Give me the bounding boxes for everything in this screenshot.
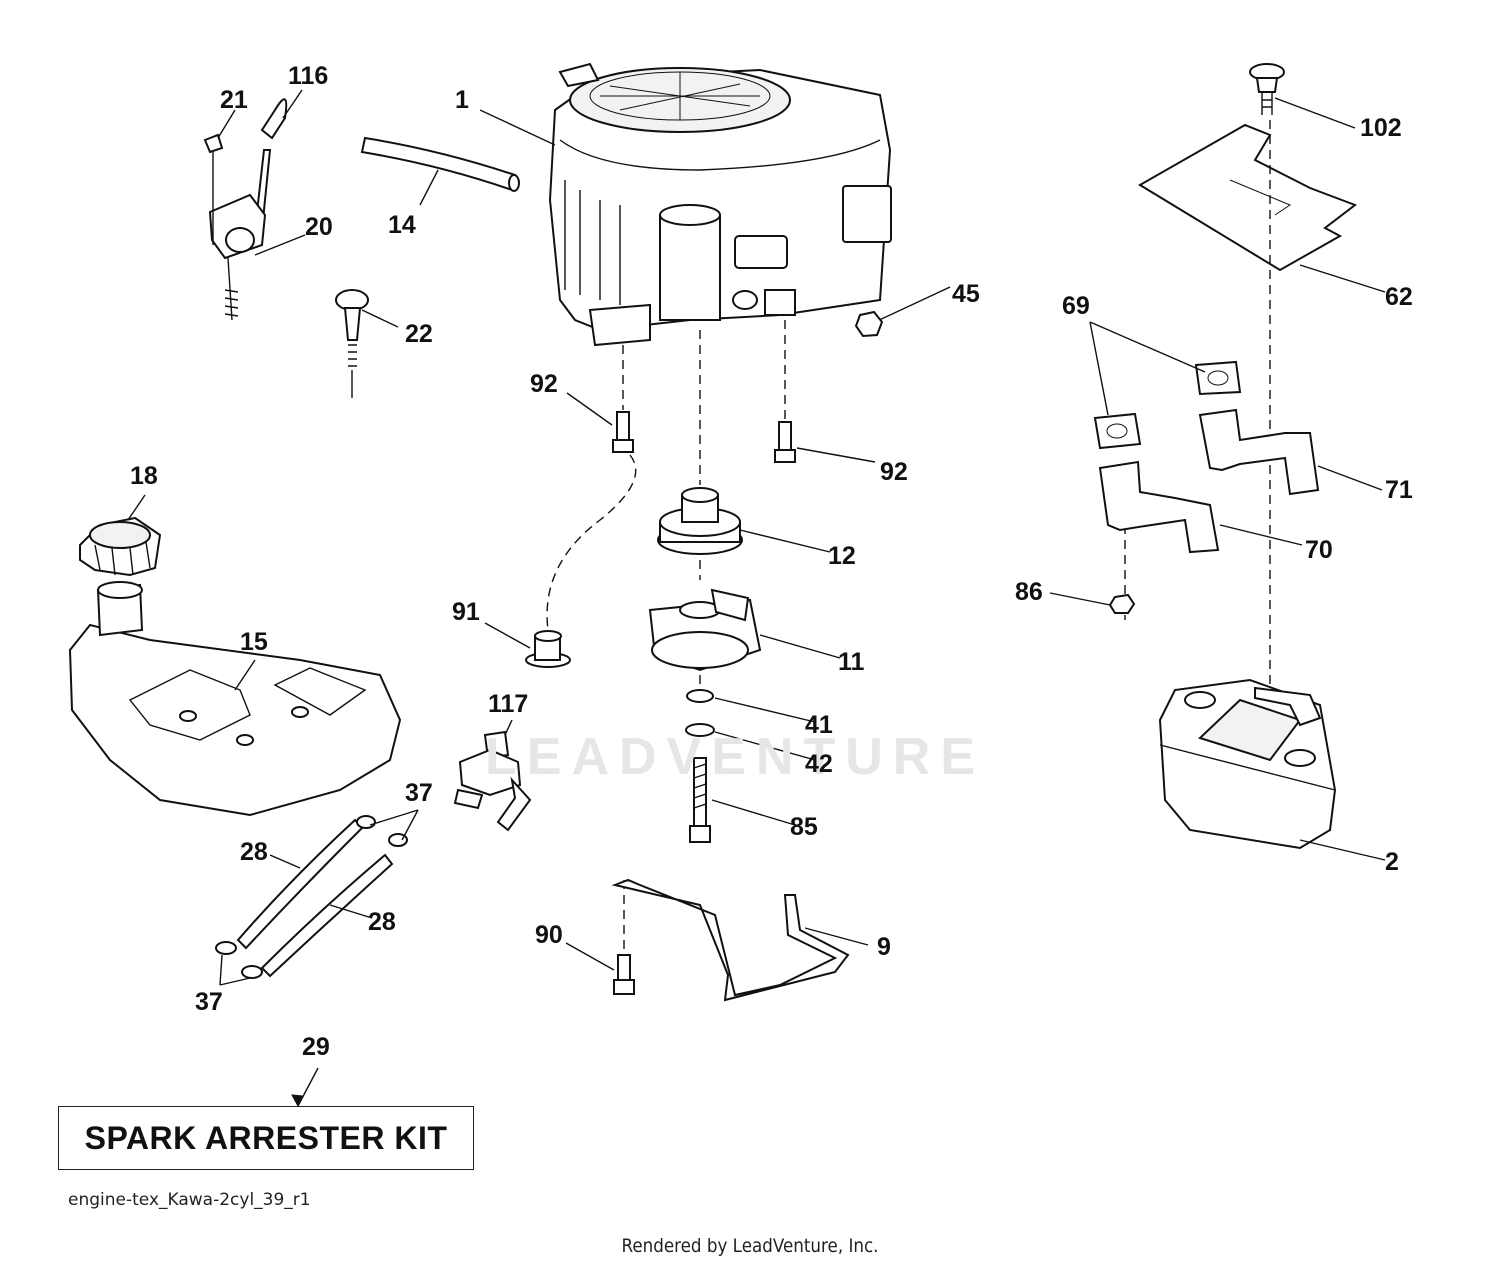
callout-37-b: 37 — [195, 988, 223, 1016]
callout-28-a: 28 — [240, 838, 268, 866]
bolt-92-right-part — [774, 421, 796, 463]
callout-9: 9 — [877, 933, 891, 961]
drawing-id: engine-tex_Kawa-2cyl_39_r1 — [68, 1190, 311, 1210]
callout-42: 42 — [805, 750, 833, 778]
callout-90: 90 — [535, 921, 563, 949]
nut-45-part — [854, 310, 884, 338]
callout-29: 29 — [302, 1033, 330, 1061]
gasket-69-a-part — [1194, 360, 1242, 396]
exhaust-pipe-71-part — [1198, 408, 1320, 496]
callout-2: 2 — [1385, 848, 1399, 876]
callout-92-b: 92 — [880, 458, 908, 486]
washer-42-part — [685, 723, 715, 737]
callout-69: 69 — [1062, 292, 1090, 320]
fuel-hose-28-b-part — [260, 853, 394, 978]
callout-21: 21 — [220, 86, 248, 114]
choke-knob-part — [335, 289, 369, 398]
callout-1: 1 — [455, 86, 469, 114]
callout-15: 15 — [240, 628, 268, 656]
bolt-90-part — [613, 954, 635, 995]
callout-37-a: 37 — [405, 779, 433, 807]
callout-12: 12 — [828, 542, 856, 570]
bushing-91-part — [525, 630, 571, 668]
callout-28-b: 28 — [368, 908, 396, 936]
fuel-hose-part — [360, 136, 517, 192]
callout-11: 11 — [838, 648, 865, 676]
pulley-part — [657, 487, 743, 555]
washer-41-part — [686, 689, 714, 703]
callout-86: 86 — [1015, 578, 1043, 606]
bolt-92-left-part — [612, 411, 634, 453]
spark-arrester-kit-box: SPARK ARRESTER KIT — [58, 1106, 474, 1170]
callout-102: 102 — [1360, 114, 1402, 142]
callout-92-a: 92 — [530, 370, 558, 398]
fuel-cap-part — [79, 516, 162, 577]
callout-70: 70 — [1305, 536, 1333, 564]
throttle-control-part — [203, 98, 288, 321]
fuel-valve-part — [453, 730, 532, 832]
callout-45: 45 — [952, 280, 980, 308]
callout-117: 117 — [488, 690, 529, 718]
gasket-69-b-part — [1093, 412, 1142, 450]
leader-lines — [127, 89, 1386, 1108]
nut-86-part — [1108, 593, 1136, 614]
pto-clutch-part — [648, 588, 762, 672]
bolt-85-part — [689, 757, 711, 843]
callout-41: 41 — [805, 711, 833, 739]
fuel-tank-part — [68, 581, 402, 817]
callout-62: 62 — [1385, 283, 1413, 311]
callout-116: 116 — [288, 62, 329, 90]
engine-part — [548, 62, 892, 347]
callout-85: 85 — [790, 813, 818, 841]
callout-22: 22 — [405, 320, 433, 348]
screw-102-part — [1249, 63, 1285, 115]
spark-arrester-kit-label: SPARK ARRESTER KIT — [84, 1119, 448, 1156]
callout-91: 91 — [452, 598, 480, 626]
bracket-part — [611, 878, 850, 1002]
callout-18: 18 — [130, 462, 158, 490]
callout-14: 14 — [388, 211, 416, 239]
callout-71: 71 — [1385, 476, 1413, 504]
muffler-part — [1158, 678, 1337, 850]
decal-part — [1138, 123, 1358, 272]
exhaust-pipe-70-part — [1098, 460, 1220, 554]
callout-20: 20 — [305, 213, 333, 241]
render-credit: Rendered by LeadVenture, Inc. — [621, 1235, 879, 1257]
watermark: LEADVENTURE — [485, 728, 986, 786]
